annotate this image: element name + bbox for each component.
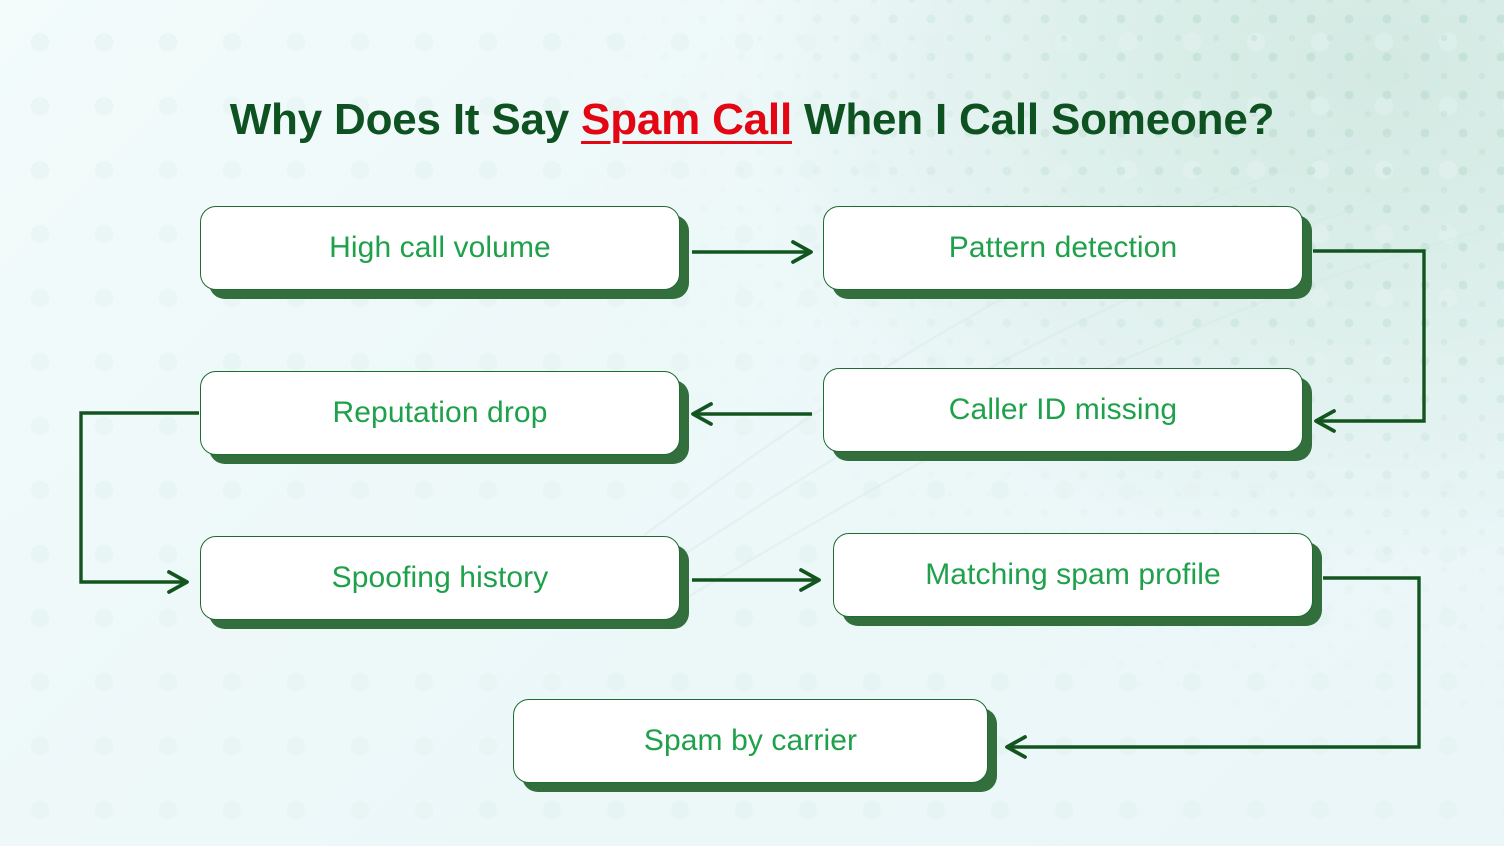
- page-title: Why Does It Say Spam Call When I Call So…: [0, 95, 1504, 145]
- title-part-two: When I Call Someone?: [792, 95, 1275, 145]
- flow-node-label: Caller ID missing: [948, 393, 1178, 426]
- conn-reputation-to-spoof: [79, 411, 199, 594]
- flow-node-label: Matching spam profile: [925, 558, 1221, 591]
- flow-node-high-call-volume[interactable]: High call volume: [200, 206, 680, 290]
- conn-volume-to-pattern: [692, 240, 813, 264]
- flow-node-spam-by-carrier[interactable]: Spam by carrier: [513, 699, 988, 783]
- flow-node-matching-spam-profile[interactable]: Matching spam profile: [833, 533, 1313, 617]
- flow-node-reputation-drop[interactable]: Reputation drop: [200, 371, 680, 455]
- title-part-one: Why Does It Say: [229, 95, 582, 145]
- flow-node-label: High call volume: [329, 231, 551, 264]
- title-highlight: Spam Call: [581, 95, 792, 145]
- conn-spoof-to-matching: [692, 568, 821, 592]
- flow-node-label: Spoofing history: [331, 561, 549, 594]
- flow-node-label: Spam by carrier: [643, 724, 858, 757]
- flow-node-label: Pattern detection: [948, 231, 1178, 264]
- conn-pattern-to-caller: [1313, 249, 1426, 433]
- flow-node-pattern-detection[interactable]: Pattern detection: [823, 206, 1303, 290]
- flow-node-label: Reputation drop: [332, 396, 548, 429]
- flow-node-caller-id-missing[interactable]: Caller ID missing: [823, 368, 1303, 452]
- flow-node-spoofing-history[interactable]: Spoofing history: [200, 536, 680, 620]
- conn-caller-to-reputation: [691, 402, 812, 426]
